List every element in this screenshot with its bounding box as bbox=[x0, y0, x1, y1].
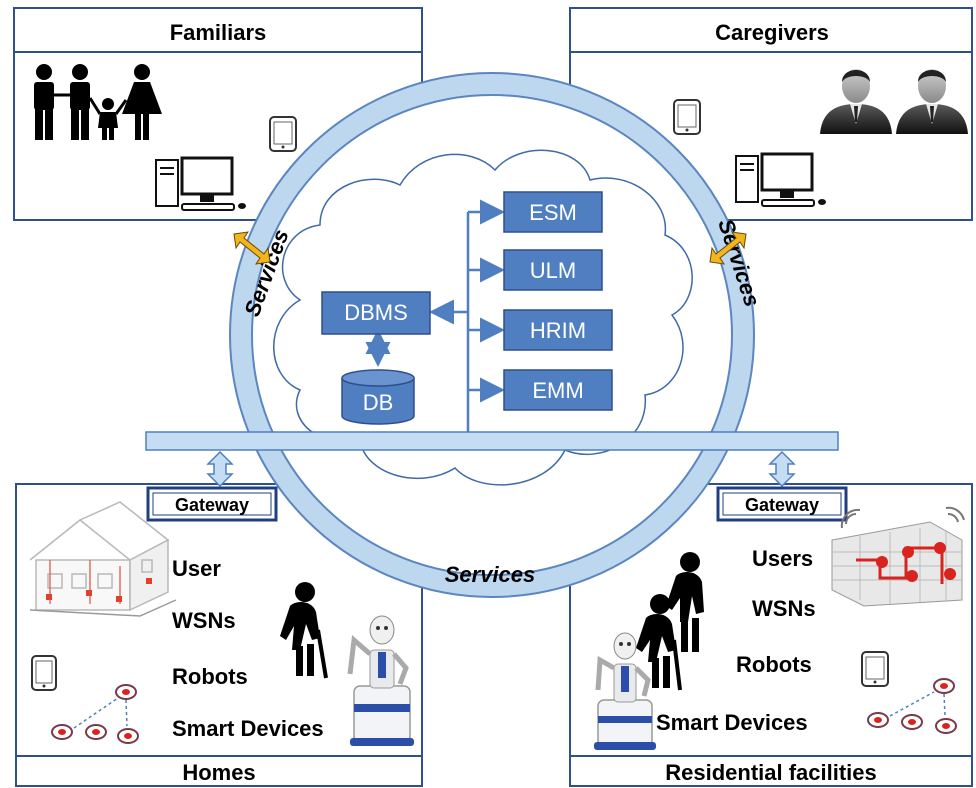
service-arrow-right-icon bbox=[709, 231, 747, 265]
house-icon bbox=[29, 501, 177, 617]
sensor-node-icon bbox=[51, 724, 73, 740]
gateway-right-label: Gateway bbox=[745, 495, 819, 515]
residential-item-smart-devices: Smart Devices bbox=[656, 710, 808, 735]
cloud-connectors bbox=[365, 199, 505, 432]
robot-icon bbox=[347, 615, 414, 746]
phone-icon bbox=[673, 99, 701, 135]
gateway-left-label: Gateway bbox=[175, 495, 249, 515]
sensor-node-icon bbox=[115, 684, 137, 700]
db-label: DB bbox=[363, 390, 394, 415]
module-ulm-label: ULM bbox=[530, 258, 576, 283]
sensor-node-icon bbox=[867, 712, 889, 728]
sensor-node-icon bbox=[901, 714, 923, 730]
robot-icon bbox=[594, 632, 656, 750]
sensor-node-icon bbox=[117, 728, 139, 744]
gateway-right: Gateway bbox=[716, 486, 848, 522]
phone-icon bbox=[269, 116, 297, 152]
building-icon bbox=[831, 506, 965, 607]
homes-item-wsns: WSNs bbox=[172, 608, 236, 633]
elderly-person-icon bbox=[666, 552, 704, 652]
sensor-network-left bbox=[51, 684, 139, 744]
businessman-icon bbox=[820, 69, 892, 134]
gateway-left: Gateway bbox=[146, 486, 278, 522]
familiars-title: Familiars bbox=[170, 20, 267, 45]
module-esm: ESM bbox=[503, 191, 603, 233]
module-emm: EMM bbox=[503, 369, 613, 411]
module-emm-label: EMM bbox=[532, 378, 583, 403]
residential-item-wsns: WSNs bbox=[752, 596, 816, 621]
sensor-network-right bbox=[867, 678, 957, 734]
businessman-icon bbox=[896, 69, 968, 134]
homes-item-smart-devices: Smart Devices bbox=[172, 716, 324, 741]
family-icon bbox=[34, 64, 162, 140]
sensor-node-icon bbox=[85, 724, 107, 740]
gateway-arrow-right-icon bbox=[768, 450, 796, 488]
residential-item-robots: Robots bbox=[736, 652, 812, 677]
phone-icon bbox=[31, 655, 57, 691]
module-ulm: ULM bbox=[503, 249, 603, 291]
phone-icon bbox=[861, 651, 889, 687]
sensor-node-icon bbox=[935, 718, 957, 734]
residential-item-users: Users bbox=[752, 546, 813, 571]
sensor-node-icon bbox=[933, 678, 955, 694]
elderly-person-icon bbox=[280, 582, 328, 679]
dbms-label: DBMS bbox=[344, 300, 408, 325]
caregivers-title: Caregivers bbox=[715, 20, 829, 45]
elderly-person-icon bbox=[636, 594, 682, 691]
residential-title: Residential facilities bbox=[665, 760, 877, 785]
homes-item-robots: Robots bbox=[172, 664, 248, 689]
homes-item-user: User bbox=[172, 556, 221, 581]
desktop-computer-icon bbox=[155, 156, 246, 211]
module-hrim-label: HRIM bbox=[530, 318, 586, 343]
dbms-box: DBMS bbox=[321, 291, 431, 335]
db-cylinder-icon: DB bbox=[341, 369, 415, 425]
module-esm-label: ESM bbox=[529, 200, 577, 225]
homes-title: Homes bbox=[182, 760, 255, 785]
communication-bus bbox=[145, 431, 839, 451]
module-hrim: HRIM bbox=[503, 309, 613, 351]
service-arrow-left-icon bbox=[233, 231, 271, 265]
gateway-arrow-left-icon bbox=[206, 450, 234, 488]
desktop-computer-icon bbox=[735, 152, 826, 207]
services-label-bottom: Services bbox=[445, 562, 536, 587]
